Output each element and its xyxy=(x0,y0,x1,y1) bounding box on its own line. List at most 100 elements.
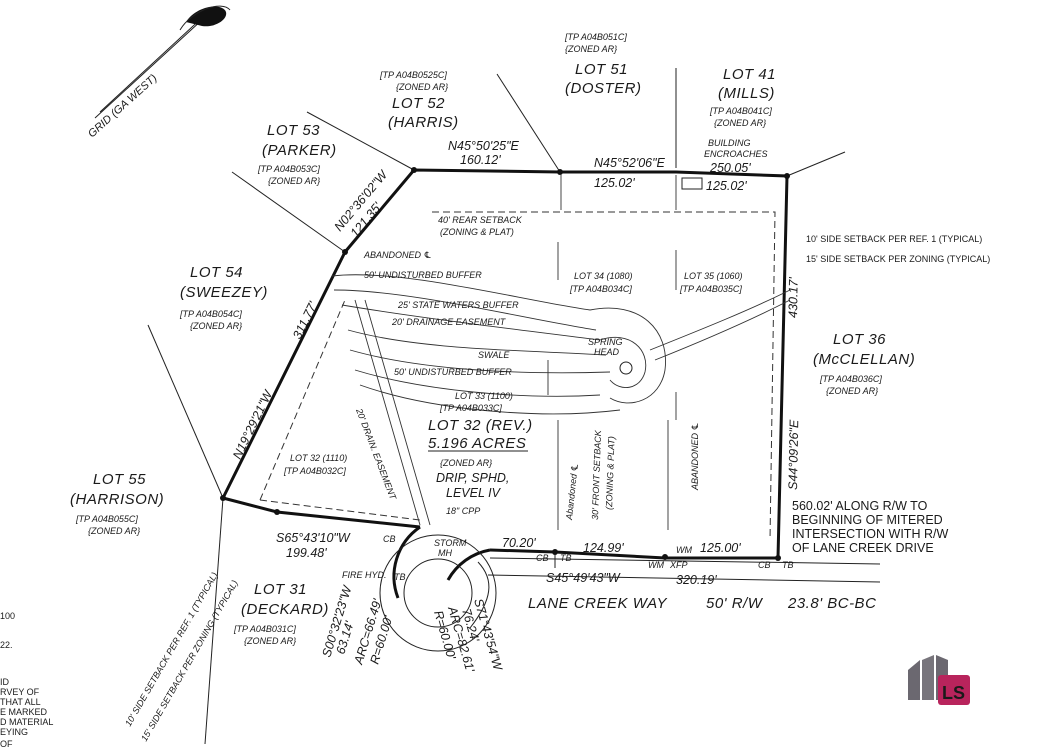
note-swale: SWALE xyxy=(478,350,510,360)
lot36-zone: {ZONED AR} xyxy=(826,386,878,396)
old-lot35-name: LOT 35 (1060) xyxy=(684,271,743,281)
watermark-logo: LS xyxy=(908,655,970,705)
note-wm2: WM xyxy=(648,560,664,570)
lot52-name: LOT 52 xyxy=(392,95,445,112)
lot41-zone: {ZONED AR} xyxy=(714,118,766,128)
dist-south-3: 125.00' xyxy=(700,541,741,555)
bearing-road: S45°49'43"W xyxy=(546,571,621,585)
lot53-zone: {ZONED AR} xyxy=(268,176,320,186)
lot54-name: LOT 54 xyxy=(190,264,243,281)
margin-fragment: EYING xyxy=(0,727,28,737)
lot-labels: [TP A04B051C] {ZONED AR} LOT 51 (DOSTER)… xyxy=(70,32,915,646)
note-rw-2: BEGINNING OF MITERED xyxy=(792,513,943,527)
note-drain-easement: 20' DRAIN. EASEMENT xyxy=(354,406,399,502)
note-state-waters: 25' STATE WATERS BUFFER xyxy=(397,300,519,310)
lot55-zone: {ZONED AR} xyxy=(88,526,140,536)
margin-fragments: 100 22. ID RVEY OF THAT ALL E MARKED D M… xyxy=(0,611,53,749)
lot41-owner: (MILLS) xyxy=(718,85,775,102)
lot36-tp: [TP A04B036C] xyxy=(819,374,882,384)
note-fire-hyd: FIRE HYD. xyxy=(342,570,387,580)
margin-fragment: RVEY OF xyxy=(0,687,40,697)
margin-fragment: D MATERIAL xyxy=(0,717,53,727)
note-abandoned-2: ABANDONED ℄ xyxy=(690,422,700,491)
dist-south-2: 124.99' xyxy=(583,541,624,555)
lot51-zone: {ZONED AR} xyxy=(565,44,617,54)
dist-east: 430.17' xyxy=(786,277,801,318)
lot53-tp: [TP A04B053C] xyxy=(257,164,320,174)
bearing-east: S44°09'26"E xyxy=(786,419,801,490)
note-side-zoning: 15' SIDE SETBACK PER ZONING (TYPICAL) xyxy=(806,254,990,264)
margin-fragment: 100 xyxy=(0,611,15,621)
bearing-sw: S65°43'10"W xyxy=(276,531,351,545)
lot55-owner: (HARRISON) xyxy=(70,491,164,508)
old-lot32-tp: [TP A04B032C] xyxy=(283,466,346,476)
margin-fragment: THAT ALL xyxy=(0,697,41,707)
note-cpp: 18" CPP xyxy=(446,506,480,516)
note-encroach-1: BUILDING xyxy=(708,138,751,148)
note-tb1: TB xyxy=(394,572,406,582)
lot52-owner: (HARRIS) xyxy=(388,114,459,131)
note-encroach-2: ENCROACHES xyxy=(704,149,768,159)
bearing-west: N19°29'21"W xyxy=(230,387,276,461)
subject-drip: DRIP, SPHD, xyxy=(436,471,509,485)
old-lot32-name: LOT 32 (1110) xyxy=(290,453,347,463)
note-side-ref: 10' SIDE SETBACK PER REF. 1 (TYPICAL) xyxy=(806,234,982,244)
note-drainage: 20' DRAINAGE EASEMENT xyxy=(391,317,507,327)
north-arrow: GRID (GA WEST) xyxy=(86,5,231,140)
old-lot33-name: LOT 33 (1100) xyxy=(455,391,513,401)
lot52-zone: {ZONED AR} xyxy=(396,82,448,92)
dist-north-east: 250.05' xyxy=(709,161,751,175)
lot31-zone: {ZONED AR} xyxy=(244,636,296,646)
lot53-owner: (PARKER) xyxy=(262,142,337,159)
old-lot35-tp: [TP A04B035C] xyxy=(679,284,742,294)
note-storm-2: MH xyxy=(438,548,452,558)
dist-north-west: 160.12' xyxy=(460,153,501,167)
margin-fragment: OF xyxy=(0,739,13,749)
north-arrow-label: GRID (GA WEST) xyxy=(86,72,160,140)
lot41-tp: [TP A04B041C] xyxy=(709,106,772,116)
lot36-name: LOT 36 xyxy=(833,331,886,348)
note-cb2: CB xyxy=(536,553,549,563)
old-lot34-name: LOT 34 (1080) xyxy=(574,271,633,281)
note-tb2: TB xyxy=(560,553,572,563)
setback-lines xyxy=(259,211,776,541)
lot54-owner: (SWEEZEY) xyxy=(180,284,268,301)
subject-zone: {ZONED AR} xyxy=(440,458,492,468)
note-rw-1: 560.02' ALONG R/W TO xyxy=(792,499,928,513)
dist-south-1: 70.20' xyxy=(502,536,536,550)
note-tb3: TB xyxy=(782,560,794,570)
note-front-setback-1: 30' FRONT SETBACK xyxy=(590,429,603,520)
note-spring-2: HEAD xyxy=(594,347,620,357)
lot41-name: LOT 41 xyxy=(723,66,776,83)
note-abandoned-1: Abandoned ℄ xyxy=(564,463,580,521)
building-encroach-box xyxy=(681,177,703,190)
subject-acres: 5.196 ACRES xyxy=(428,435,526,452)
bearing-north-mid: N45°52'06"E xyxy=(594,156,666,170)
note-rw-3: INTERSECTION WITH R/W xyxy=(792,527,948,541)
old-lot34-tp: [TP A04B034C] xyxy=(569,284,632,294)
dist-west: 311.77' xyxy=(290,299,320,341)
note-abandoned-top: ABANDONED ℄ xyxy=(363,250,432,260)
margin-fragment: 22. xyxy=(0,640,13,650)
lot54-zone: {ZONED AR} xyxy=(190,321,242,331)
margin-fragment: ID xyxy=(0,677,10,687)
buffer-curves xyxy=(331,175,791,530)
lot36-owner: (McCLELLAN) xyxy=(813,351,915,368)
note-rear-setback-2: (ZONING & PLAT) xyxy=(440,227,514,237)
note-rw-4: OF LANE CREEK DRIVE xyxy=(792,541,934,555)
subject-lot-label: LOT 32 (REV.) 5.196 ACRES {ZONED AR} DRI… xyxy=(428,417,532,500)
subject-level: LEVEL IV xyxy=(446,486,502,500)
lot51-name: LOT 51 xyxy=(575,61,628,78)
dist-sw: 199.48' xyxy=(286,546,327,560)
old-lot-labels: LOT 34 (1080) [TP A04B034C] LOT 35 (1060… xyxy=(283,271,743,476)
lot52-tp: [TP A04B0525C] xyxy=(379,70,447,80)
lot31-name: LOT 31 xyxy=(254,581,307,598)
boundary-markers xyxy=(220,167,790,561)
lot31-owner: (DECKARD) xyxy=(241,601,329,618)
road-rw: 50' R/W xyxy=(706,595,764,612)
bearing-north-west: N45°50'25"E xyxy=(448,139,520,153)
lot55-tp: [TP A04B055C] xyxy=(75,514,138,524)
watermark-letters: LS xyxy=(942,683,965,703)
lot54-tp: [TP A04B054C] xyxy=(179,309,242,319)
dist-north-east-sub: 125.02' xyxy=(706,179,747,193)
